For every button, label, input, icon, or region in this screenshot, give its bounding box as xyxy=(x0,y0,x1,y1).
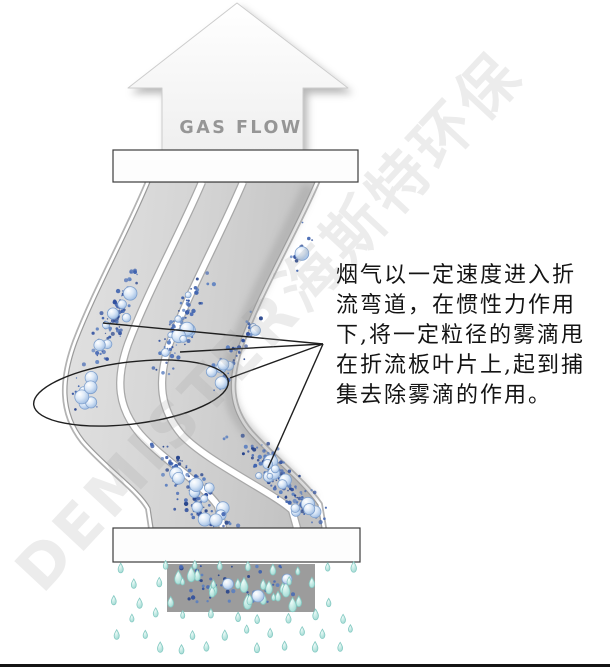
annotation xyxy=(32,322,324,469)
caption-line: 烟气以一定速度进入折 xyxy=(336,263,577,288)
caption-line: 集去除雾滴的作用。 xyxy=(336,383,553,408)
caption-line: 下,将一定粒径的雾滴甩 xyxy=(336,323,585,348)
pointer-line-3 xyxy=(229,343,324,379)
droplet-clusters xyxy=(71,221,327,534)
caption-text: 烟气以一定速度进入折 流弯道，在惯性力作用 下,将一定粒径的雾滴甩 在折流板叶片… xyxy=(336,261,610,411)
pointer-line-4 xyxy=(267,343,324,469)
page-bottom-rule xyxy=(0,664,610,667)
baffle-blade-2 xyxy=(157,180,302,530)
pointer-line-1 xyxy=(102,322,324,345)
caption-line: 流弯道，在惯性力作用 xyxy=(336,293,577,318)
gas-flow-label: GAS FLOW xyxy=(179,118,302,138)
falling-droplets xyxy=(110,559,357,655)
baffle-blade-1 xyxy=(116,180,228,529)
annotation-ellipse xyxy=(32,359,230,427)
caption-line: 在折流板叶片上,起到捕 xyxy=(336,353,585,378)
bottom-plate xyxy=(112,527,361,563)
pointer-line-2 xyxy=(179,343,324,353)
top-plate xyxy=(112,149,359,183)
gas-flow-arrow: GAS FLOW xyxy=(127,2,349,153)
